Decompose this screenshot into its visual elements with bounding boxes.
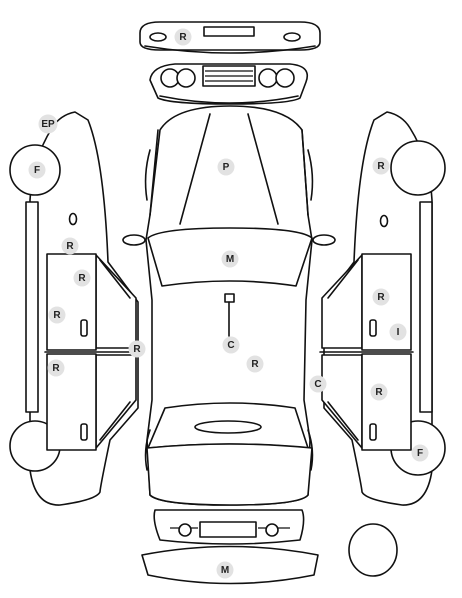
damage-marker-f[interactable]: F	[28, 161, 46, 179]
damage-marker-m[interactable]: M	[221, 250, 239, 268]
damage-marker-f[interactable]: F	[411, 444, 429, 462]
damage-marker-m[interactable]: M	[216, 561, 234, 579]
damage-markers: R EP F P R R R M R R I R C R R C R F M	[28, 28, 429, 579]
spare-wheel[interactable]	[348, 523, 398, 577]
damage-marker-p[interactable]: P	[217, 158, 235, 176]
marker-code: R	[179, 32, 187, 43]
right-side-view[interactable]	[319, 111, 446, 506]
marker-code: R	[66, 241, 74, 252]
marker-code: EP	[41, 119, 55, 130]
marker-bubble	[28, 161, 46, 179]
marker-bubble	[217, 158, 235, 176]
marker-code: M	[226, 254, 234, 265]
marker-bubble	[411, 444, 429, 462]
front-fascia-view[interactable]	[149, 63, 309, 105]
marker-code: F	[417, 448, 423, 459]
damage-marker-r[interactable]: R	[372, 157, 390, 175]
marker-code: R	[375, 387, 383, 398]
marker-bubble	[216, 561, 234, 579]
marker-code: R	[52, 363, 60, 374]
marker-code: R	[78, 273, 86, 284]
damage-marker-r[interactable]: R	[48, 306, 66, 324]
marker-bubble	[372, 288, 390, 306]
marker-bubble	[372, 157, 390, 175]
marker-bubble	[246, 355, 264, 373]
damage-marker-c[interactable]: C	[309, 375, 327, 393]
marker-code: I	[397, 327, 400, 338]
damage-marker-r[interactable]: R	[128, 340, 146, 358]
marker-code: R	[377, 161, 385, 172]
marker-bubble	[48, 306, 66, 324]
marker-bubble	[174, 28, 192, 46]
car-top-view[interactable]	[122, 105, 336, 506]
marker-bubble	[61, 237, 79, 255]
marker-code: R	[377, 292, 385, 303]
marker-bubble	[309, 375, 327, 393]
marker-code: F	[34, 165, 40, 176]
damage-marker-i[interactable]: I	[389, 323, 407, 341]
marker-code: R	[133, 344, 141, 355]
marker-bubble	[73, 269, 91, 287]
damage-marker-r[interactable]: R	[246, 355, 264, 373]
damage-marker-r[interactable]: R	[47, 359, 65, 377]
marker-code: C	[314, 379, 321, 390]
damage-marker-r[interactable]: R	[372, 288, 390, 306]
marker-code: R	[53, 310, 61, 321]
damage-marker-r[interactable]: R	[73, 269, 91, 287]
marker-code: R	[251, 359, 259, 370]
marker-code: M	[221, 565, 229, 576]
marker-bubble	[47, 359, 65, 377]
rear-fascia-view[interactable]	[153, 509, 305, 545]
damage-marker-ep[interactable]: EP	[38, 114, 58, 134]
marker-bubble	[389, 323, 407, 341]
damage-marker-r[interactable]: R	[174, 28, 192, 46]
marker-code: P	[223, 162, 230, 173]
marker-code: C	[227, 340, 234, 351]
marker-bubble	[128, 340, 146, 358]
damage-marker-c[interactable]: C	[222, 336, 240, 354]
marker-bubble	[370, 383, 388, 401]
damage-marker-r[interactable]: R	[61, 237, 79, 255]
marker-bubble	[38, 114, 58, 134]
marker-bubble	[221, 250, 239, 268]
rear-bumper-view[interactable]	[139, 21, 321, 54]
damage-marker-r[interactable]: R	[370, 383, 388, 401]
marker-bubble	[222, 336, 240, 354]
